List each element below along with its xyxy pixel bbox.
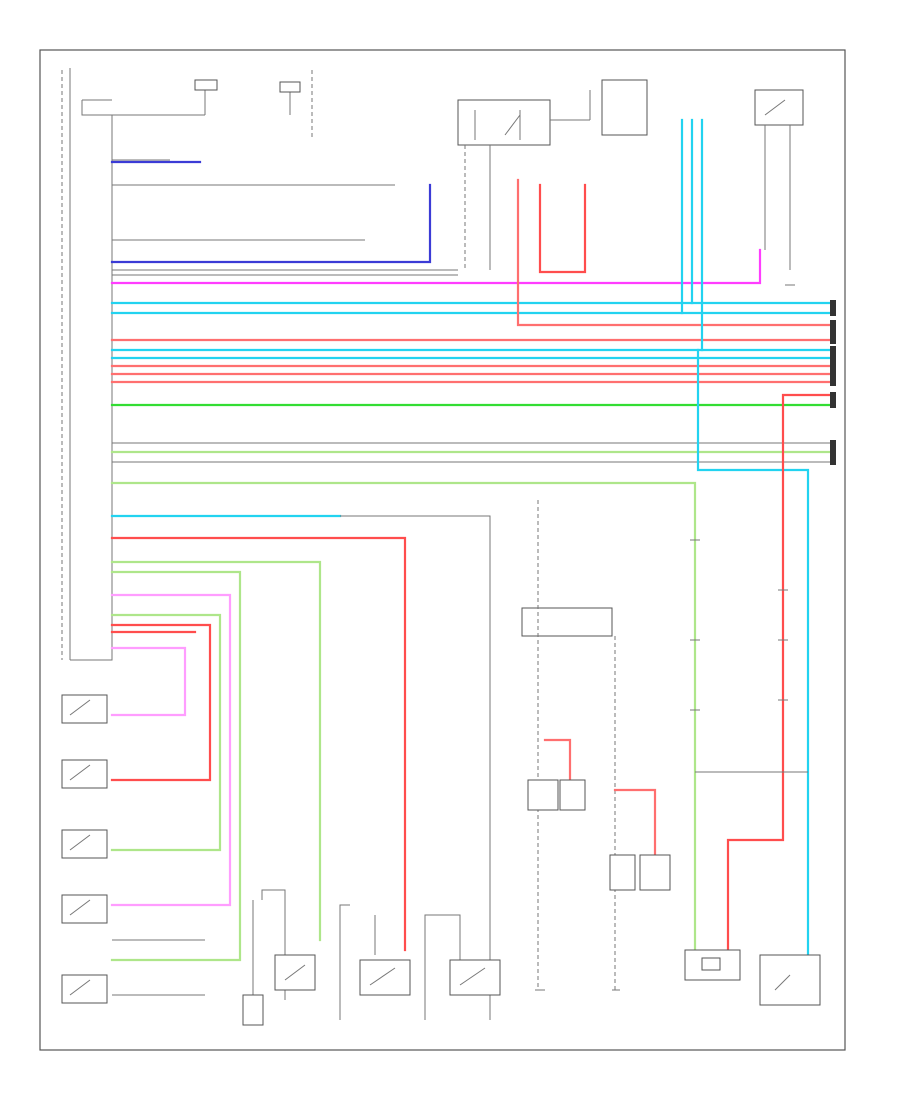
bottom-switch-2 bbox=[261, 889, 316, 1000]
left-switch-4 bbox=[61, 894, 108, 924]
ground-symbols bbox=[535, 284, 795, 991]
bottom-switch-3 bbox=[339, 904, 411, 1020]
top-left-connectors bbox=[112, 70, 313, 140]
body-control-module bbox=[61, 68, 113, 661]
left-switches bbox=[61, 694, 205, 1004]
bottom-switch-1 bbox=[242, 900, 264, 1026]
diagram-frame bbox=[39, 49, 846, 1051]
left-switch-1 bbox=[61, 694, 108, 724]
connector-marks bbox=[690, 539, 788, 711]
top-right-switch bbox=[754, 89, 804, 270]
right-vertical-wires bbox=[680, 118, 832, 962]
left-switch-3 bbox=[61, 829, 108, 859]
right-terminal-ticks bbox=[830, 300, 836, 465]
left-switch-2 bbox=[61, 759, 108, 789]
bottom-right-module-1 bbox=[684, 949, 741, 981]
upper-relay-box bbox=[457, 79, 648, 270]
bottom-switch-4 bbox=[424, 914, 501, 1020]
upper-red-loop bbox=[538, 183, 587, 274]
bus-wires bbox=[110, 159, 832, 1020]
lamp-pair-1 bbox=[527, 738, 671, 891]
bottom-switches bbox=[242, 889, 501, 1026]
center-junction-box bbox=[521, 500, 616, 990]
bottom-right-module-2 bbox=[759, 954, 821, 1006]
left-switch-5 bbox=[61, 974, 108, 1004]
